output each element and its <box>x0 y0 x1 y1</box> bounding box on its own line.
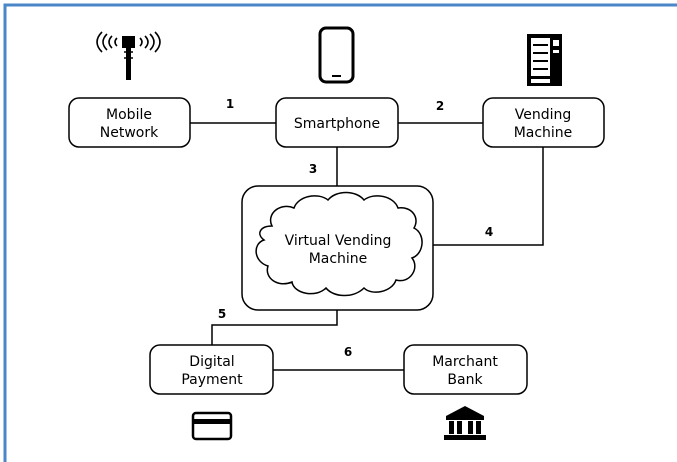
node-merchant-bank: Marchant Bank <box>403 344 528 395</box>
edge-5-line <box>211 310 338 345</box>
edge-label-3: 3 <box>309 162 317 176</box>
edge-4-line <box>433 147 544 246</box>
merchant-bank-label-line1: Marchant <box>432 354 498 370</box>
edge-label-4: 4 <box>485 225 493 239</box>
edge-label-5: 5 <box>218 307 226 321</box>
node-virtual-vending-machine: Virtual Vending Machine <box>241 185 434 311</box>
cell-tower-icon <box>96 31 161 80</box>
virtual-vending-machine-label-line2: Machine <box>309 251 368 267</box>
node-vending-machine: Vending Machine <box>482 97 605 148</box>
credit-card-icon <box>191 411 233 441</box>
smartphone-icon <box>318 26 355 84</box>
digital-payment-label-line2: Payment <box>181 372 243 388</box>
digital-payment-label-line1: Digital <box>189 354 234 370</box>
edge-label-6: 6 <box>344 345 352 359</box>
vending-machine-label-line1: Vending <box>515 107 572 123</box>
virtual-vending-machine-label-line1: Virtual Vending <box>285 233 392 249</box>
edge-label-1: 1 <box>226 97 234 111</box>
edge-label-2: 2 <box>436 99 444 113</box>
vending-machine-icon <box>527 34 562 86</box>
edges <box>190 122 544 371</box>
smartphone-label: Smartphone <box>294 116 380 132</box>
bank-icon <box>444 406 486 440</box>
vending-machine-label-line2: Machine <box>514 125 573 141</box>
node-mobile-network: Mobile Network <box>68 97 191 148</box>
node-digital-payment: Digital Payment <box>149 344 274 395</box>
node-smartphone: Smartphone <box>275 97 399 148</box>
cloud-shape <box>255 191 423 297</box>
merchant-bank-label-line2: Bank <box>447 372 483 388</box>
mobile-network-label-line2: Network <box>100 125 159 141</box>
mobile-network-label-line1: Mobile <box>106 107 152 123</box>
